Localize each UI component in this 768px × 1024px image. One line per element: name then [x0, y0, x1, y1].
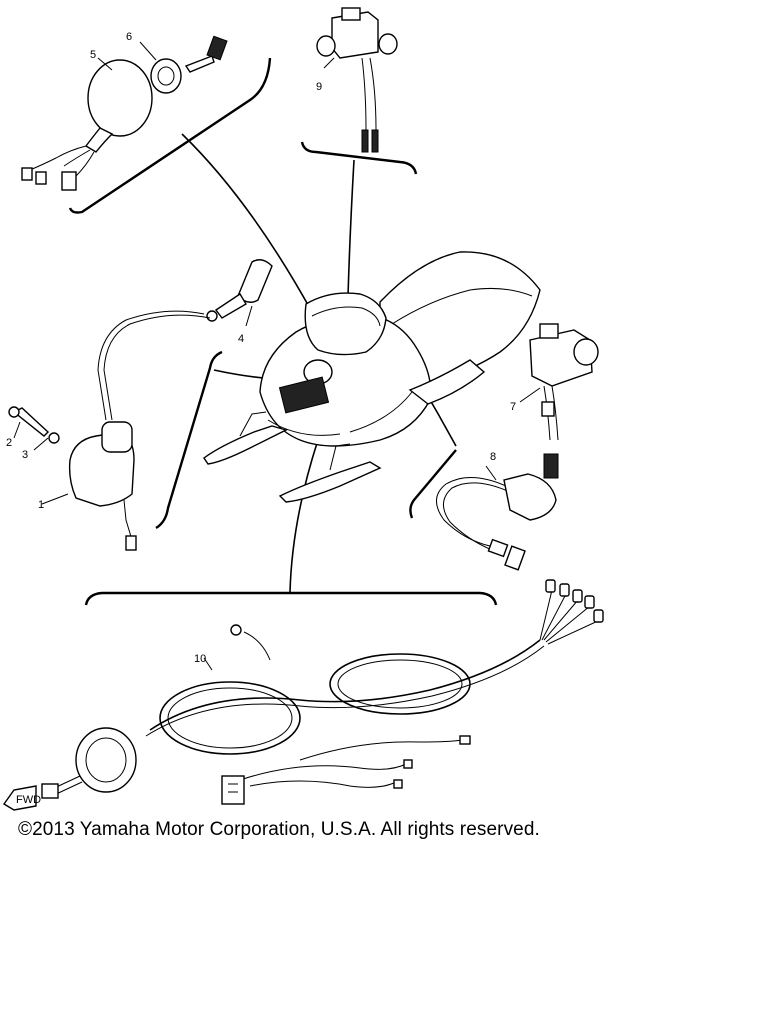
- ignition-coil-1: [8, 310, 211, 551]
- group-bracket-bottom: [84, 591, 498, 606]
- cable-8: [436, 465, 557, 571]
- plug-cap-4: [206, 259, 273, 327]
- callout-6: 6: [126, 31, 132, 43]
- callout-10: 10: [194, 653, 206, 665]
- group-bracket-right: [409, 449, 457, 519]
- leader-line-9: [347, 159, 355, 297]
- callout-5: 5: [90, 49, 96, 61]
- callout-4: 4: [238, 333, 244, 345]
- switch-assembly-9: [316, 7, 398, 153]
- handlebar-switch-7: [519, 323, 599, 479]
- callout-9: 9: [316, 81, 322, 93]
- callout-1: 1: [38, 499, 44, 511]
- callout-3: 3: [22, 449, 28, 461]
- group-bracket-top-left: [68, 57, 272, 214]
- group-bracket-top-center: [300, 141, 418, 175]
- group-bracket-left: [155, 350, 223, 530]
- leader-line-10: [289, 439, 319, 593]
- callout-2: 2: [6, 437, 12, 449]
- fwd-marker: FWD: [2, 785, 41, 811]
- fwd-label: FWD: [16, 794, 41, 806]
- leader-line-5: [181, 133, 313, 313]
- callout-7: 7: [510, 401, 516, 413]
- snowmobile-body: [203, 251, 541, 503]
- main-switch-assembly: [21, 35, 228, 191]
- copyright-notice: ©2013 Yamaha Motor Corporation, U.S.A. A…: [18, 819, 540, 840]
- callout-8: 8: [490, 451, 496, 463]
- wire-harness-10: [41, 579, 604, 805]
